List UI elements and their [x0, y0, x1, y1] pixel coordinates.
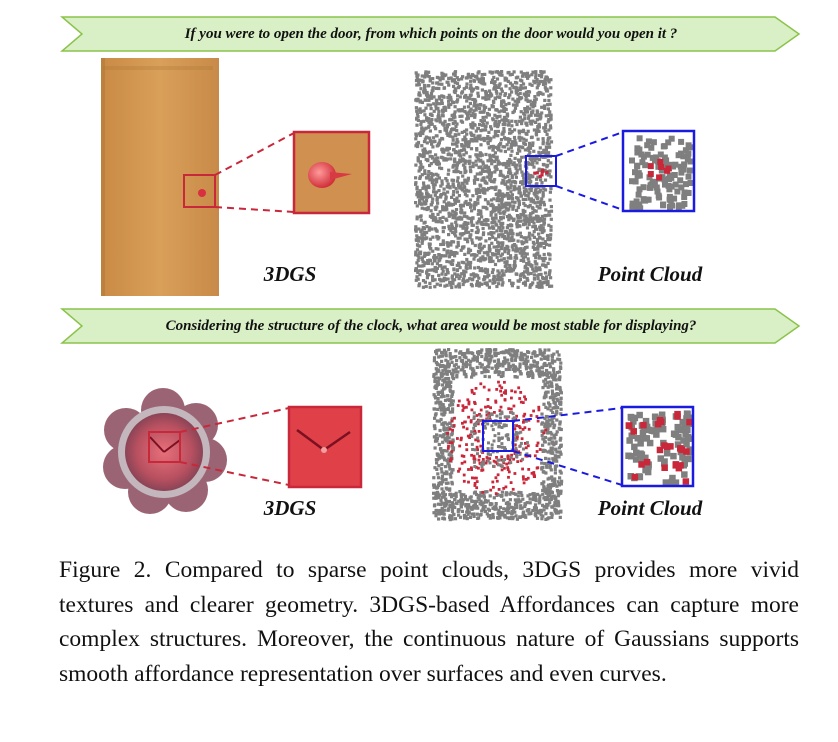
banner-arrow-shape — [60, 308, 801, 344]
figure-graphics: 3DGS Point Cloud 3DGS — [101, 58, 703, 522]
door-zoom-selection-box — [183, 174, 216, 208]
door-zoom-inset — [292, 130, 371, 215]
label-3dgs-clock: 3DGS — [263, 496, 317, 520]
zoom-connector-line — [555, 131, 624, 157]
question-banner-clock: Considering the structure of the clock, … — [60, 306, 802, 346]
zoom-connector-line — [179, 461, 290, 486]
question-text-door: If you were to open the door, from which… — [184, 25, 678, 42]
clock-center-pin — [321, 447, 327, 453]
zoom-connector-line — [555, 185, 624, 211]
label-pointcloud-clock: Point Cloud — [597, 496, 703, 520]
clock-hand — [296, 428, 325, 452]
zoom-connector-line — [214, 132, 295, 176]
banner-arrow-shape — [60, 16, 801, 52]
clock-pc-zoom-inset — [625, 410, 694, 486]
door-knob-lever — [330, 172, 352, 180]
clock-point-cloud — [432, 348, 564, 522]
question-text-clock: Considering the structure of the clock, … — [165, 317, 697, 334]
question-banner-door: If you were to open the door, from which… — [60, 14, 802, 54]
label-3dgs-door: 3DGS — [263, 262, 317, 286]
clock-zoom-inset — [287, 405, 363, 489]
door-pc-zoom-border — [621, 129, 696, 213]
figure-caption: Figure 2. Compared to sparse point cloud… — [59, 557, 799, 687]
door-handle-highlight — [198, 189, 206, 197]
door-knob — [308, 162, 336, 188]
clock-pc-zoom-selection-box — [482, 420, 514, 452]
zoom-connector-line — [214, 206, 295, 213]
zoom-connector-line — [512, 407, 623, 422]
clock-3dgs-render — [103, 388, 227, 514]
door-point-cloud — [414, 70, 554, 290]
zoom-connector-line — [179, 407, 290, 433]
clock-pc-zoom-border — [620, 405, 695, 488]
door-pc-zoom-selection-box — [525, 155, 557, 187]
door-pc-zoom-inset — [629, 135, 694, 212]
label-pointcloud-door: Point Cloud — [597, 262, 703, 286]
clock-zoom-selection-box — [148, 431, 181, 463]
clock-hand — [323, 430, 351, 452]
door-3dgs-render — [101, 58, 219, 296]
